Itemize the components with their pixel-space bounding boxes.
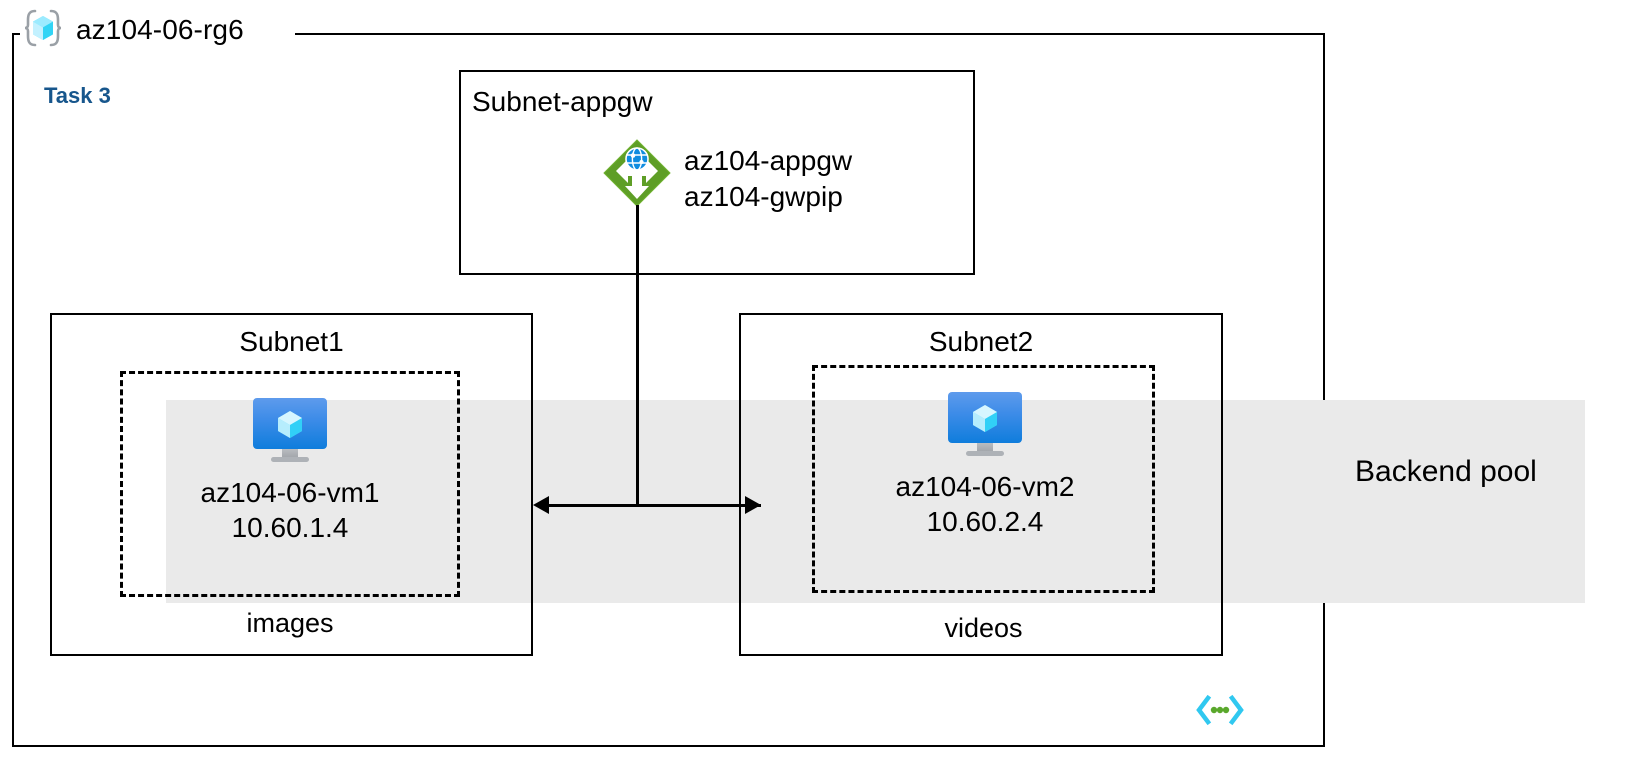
vm-stand-neck <box>977 443 993 453</box>
task-label: Task 3 <box>44 83 111 108</box>
subnet-link-line <box>546 504 761 507</box>
backend-pool-band <box>166 400 1585 603</box>
vm2-block: az104-06-vm2 10.60.2.4 <box>855 392 1115 539</box>
appgw-vertical-connector <box>636 205 639 506</box>
subnet1-nsg-boundary <box>120 371 460 597</box>
arrow-left-head-icon <box>533 496 549 514</box>
vm-stand-base <box>966 451 1004 456</box>
subnet2-boundary <box>739 313 1223 656</box>
vm2-name: az104-06-vm2 <box>895 471 1075 502</box>
resource-group-boundary <box>12 33 1325 747</box>
subnet1-boundary <box>50 313 533 656</box>
vm-cube-glyph <box>973 405 997 432</box>
subnet-appgw-boundary <box>459 70 975 275</box>
vm-stand-base <box>271 457 309 462</box>
code-brackets-icon <box>1196 694 1244 726</box>
vm2-ip: 10.60.2.4 <box>926 505 1044 537</box>
appgw-name: az104-appgw <box>684 145 853 176</box>
subnet2-nsg-boundary <box>812 365 1155 593</box>
backend-pool-label: Backend pool <box>1355 455 1537 488</box>
application-gateway-icon <box>602 138 672 208</box>
vm-cube-glyph <box>278 411 302 438</box>
subnet1-title: Subnet1 <box>239 326 344 357</box>
virtual-machine-icon <box>948 392 1022 456</box>
resource-group-cube-icon <box>22 8 64 53</box>
vm1-name: az104-06-vm1 <box>200 477 380 508</box>
arrow-right-head-icon <box>745 496 761 514</box>
vm1-block: az104-06-vm1 10.60.1.4 <box>160 398 420 545</box>
subnet1-nsg-label: images <box>246 608 334 638</box>
subnet2-title: Subnet2 <box>928 326 1034 357</box>
gwpip-name: az104-gwpip <box>684 180 843 212</box>
virtual-machine-icon <box>253 398 327 462</box>
vm-stand-neck <box>282 449 298 459</box>
subnet-appgw-title: Subnet-appgw <box>472 86 653 117</box>
resource-group-border-top-right <box>295 33 1325 35</box>
resource-group-border-top-left <box>12 33 20 35</box>
resource-group-name: az104-06-rg6 <box>76 14 244 45</box>
application-gateway-labels: az104-appgw az104-gwpip <box>684 143 852 215</box>
subnet2-nsg-label: videos <box>944 613 1023 643</box>
resource-group-header: az104-06-rg6 <box>22 6 252 54</box>
vm1-ip: 10.60.1.4 <box>231 511 349 543</box>
